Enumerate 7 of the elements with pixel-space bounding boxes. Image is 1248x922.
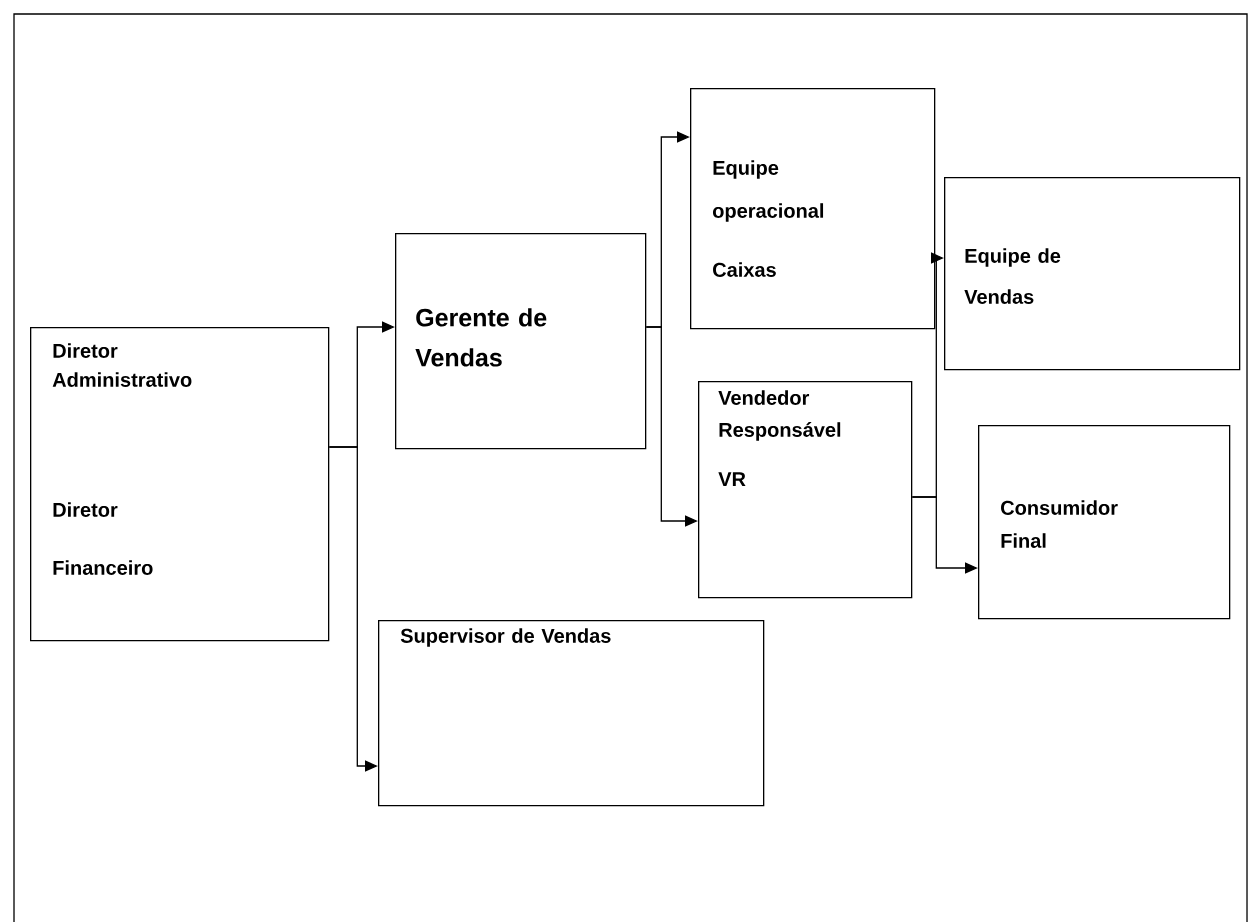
org-box: Vendedor Responsável VR (698, 381, 913, 599)
org-box: Equipe de Vendas (944, 177, 1241, 371)
org-box: Equipe operacional Caixas (690, 88, 936, 330)
org-box: Consumidor Final (978, 425, 1231, 620)
org-box: Supervisor de Vendas (378, 620, 765, 807)
org-box: Diretor Administrativo Diretor Financeiro (30, 327, 330, 642)
org-box: Gerente de Vendas (395, 233, 647, 450)
